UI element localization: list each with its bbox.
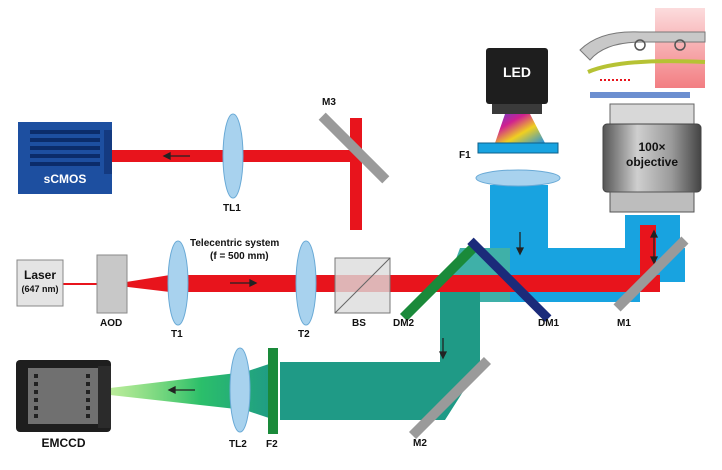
label-f1: F1 <box>459 150 471 161</box>
label-tl2: TL2 <box>229 439 247 450</box>
telecentric-focal-length: (f = 500 mm) <box>210 251 269 262</box>
dichroic-mirror-dm2 <box>399 239 482 322</box>
mirror-m3 <box>318 112 390 184</box>
scmos-label: sCMOS <box>43 172 87 186</box>
emccd-camera <box>16 360 111 432</box>
label-t1: T1 <box>171 329 183 340</box>
label-m2: M2 <box>413 438 427 449</box>
telecentric-title: Telecentric system <box>190 238 280 249</box>
filter-f2 <box>268 348 278 434</box>
beam-direction-arrows <box>162 151 659 395</box>
laser-wavelength-label: (647 nm) <box>21 284 59 294</box>
objective-100x <box>602 103 702 213</box>
label-dm1: DM1 <box>538 318 560 329</box>
filter-f1 <box>477 142 559 154</box>
lens-t2 <box>295 240 317 326</box>
lens-t1 <box>167 240 189 326</box>
label-tl1: TL1 <box>223 203 241 214</box>
condenser-lens <box>475 169 561 187</box>
scmos-camera <box>18 122 112 194</box>
label-bs: BS <box>352 318 366 329</box>
sample-stage <box>579 8 706 98</box>
label-aod: AOD <box>100 318 123 329</box>
led-label: LED <box>503 64 531 80</box>
label-m1: M1 <box>617 318 631 329</box>
tube-lens-tl2 <box>229 347 251 433</box>
label-f2: F2 <box>266 439 278 450</box>
tube-lens-tl1 <box>222 113 244 199</box>
led-source <box>486 48 548 143</box>
laser-source <box>16 259 64 307</box>
objective-label-line1: 100× <box>638 140 666 154</box>
objective-label-line2: objective <box>625 155 679 169</box>
emccd-label: EMCCD <box>41 436 86 450</box>
laser-label: Laser <box>23 268 57 282</box>
green-emission-beam <box>110 290 480 420</box>
aod-device <box>96 254 128 314</box>
label-dm2: DM2 <box>393 318 415 329</box>
mirror-m1 <box>613 236 689 312</box>
mirror-m2 <box>408 356 492 440</box>
label-m3: M3 <box>322 97 336 108</box>
label-t2: T2 <box>298 329 310 340</box>
beam-splitter <box>334 257 391 314</box>
dichroic-mirror-dm1 <box>467 237 552 322</box>
